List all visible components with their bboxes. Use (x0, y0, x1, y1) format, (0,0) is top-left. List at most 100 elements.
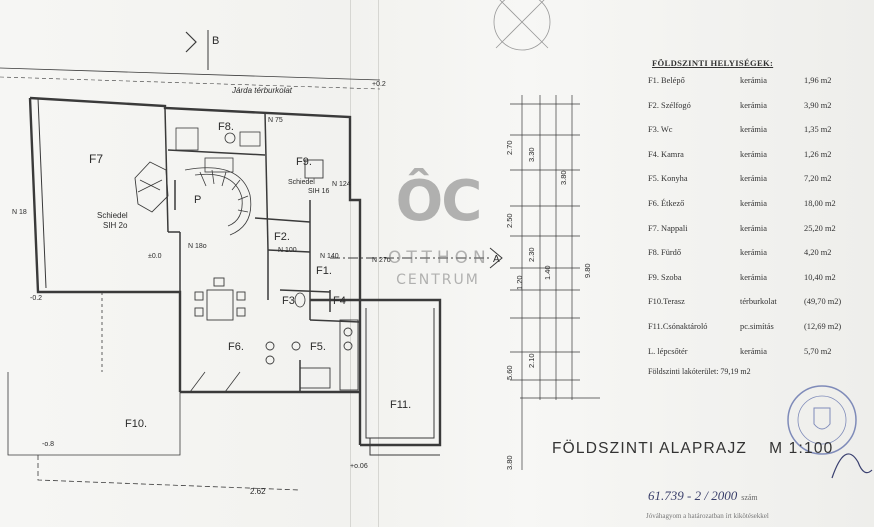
level-mark: N 124 (332, 181, 351, 188)
legend-material: kerámia (740, 149, 767, 159)
legend-area: 7,20 m2 (804, 174, 832, 184)
document-year: / 2000 (704, 488, 738, 503)
dimension-label: 1.20 (515, 275, 524, 290)
legend-area: (12,69 m2) (804, 321, 842, 331)
spiral-stair (184, 167, 252, 236)
level-mark: N 18o (188, 243, 207, 250)
legend-row: F2. Szélfogó kerámia 3,90 m2 (648, 101, 848, 126)
chimney-left-size: SIH 2o (103, 221, 128, 230)
chimney-right-label: Schiedel (288, 179, 315, 186)
dimension-label: 3.80 (505, 455, 514, 470)
street-label: Járda térburkolat (231, 86, 293, 95)
legend-area: (49,70 m2) (804, 297, 842, 307)
legend-room-code: F11.Csónaktároló (648, 321, 708, 331)
legend-room-code: F7. Nappali (648, 223, 688, 233)
legend-room-code: F8. Fürdő (648, 248, 682, 258)
legend-room-code: F6. Étkező (648, 198, 685, 208)
room-label-f11: F11. (390, 399, 411, 411)
legend-area: 4,20 m2 (804, 248, 832, 258)
legend-material: kerámia (740, 272, 767, 282)
legend-row: F3. Wc kerámia 1,35 m2 (648, 125, 848, 150)
chimney-right (304, 159, 324, 179)
paper-fold (378, 0, 379, 527)
legend-room-code: F2. Szélfogó (648, 100, 691, 110)
bathroom-fixtures (175, 127, 261, 173)
watermark-logo: ÔC (395, 169, 483, 234)
approval-note: Jóváhagyom a határozatban írt kikötésekk… (646, 512, 769, 520)
chimney-left-label: Schiedel (97, 211, 128, 220)
dimension-chain (510, 95, 600, 470)
room-label-p: P (194, 194, 201, 206)
legend-row: F11.Csónaktároló pc.simítás (12,69 m2) (648, 322, 848, 347)
room-label-f3: F3 (282, 295, 295, 307)
legend-row: F6. Étkező kerámia 18,00 m2 (648, 199, 848, 224)
legend-area: 1,35 m2 (804, 125, 832, 135)
legend-row: F5. Konyha kerámia 7,20 m2 (648, 174, 848, 199)
north-mark: B (212, 35, 219, 47)
compass-icon (493, 0, 551, 51)
outer-walls (28, 96, 442, 447)
dimension-label: 3.80 (559, 170, 568, 185)
legend-title: FÖLDSZINTI HELYISÉGEK: (652, 58, 774, 68)
document-number-value: 61.739 - 2 (648, 488, 702, 503)
legend-material: kerámia (740, 100, 767, 110)
official-stamp (787, 385, 857, 455)
room-label-f6: F6. (228, 341, 244, 353)
level-mark: N 100 (278, 247, 297, 254)
level-mark: 2.62 (250, 487, 266, 496)
legend-area: 1,26 m2 (804, 149, 832, 159)
legend-room-code: F5. Konyha (648, 174, 688, 184)
legend-material: pc.simítás (740, 321, 774, 331)
legend-room-code: F10.Terasz (648, 297, 685, 307)
legend-material: kerámia (740, 198, 767, 208)
level-mark: +0.2 (372, 81, 386, 88)
dimension-label: 2.70 (505, 140, 514, 155)
terrace (7, 292, 301, 491)
level-mark: ±0.0 (148, 253, 162, 260)
level-mark: N 75 (268, 117, 283, 124)
level-mark: N 27o (372, 257, 391, 264)
internal-walls (164, 107, 361, 392)
legend-material: kerámia (740, 125, 767, 135)
legend-area: 18,00 m2 (804, 198, 836, 208)
north-arrow-icon (185, 30, 209, 70)
legend-area: 1,96 m2 (804, 76, 832, 85)
section-mark: A (493, 254, 500, 265)
legend-area: 25,20 m2 (804, 223, 836, 233)
wc-fixture (294, 292, 306, 308)
legend-area: 3,90 m2 (804, 100, 832, 110)
legend-material: kerámia (740, 223, 767, 233)
legend-material: kerámia (740, 248, 767, 258)
dimension-label: 5.60 (505, 365, 514, 380)
legend-room-code: F1. Belépő (648, 76, 685, 85)
drawing-scale: M 1:100 (769, 440, 834, 457)
paper-fold (350, 0, 351, 527)
chimney-left (134, 161, 169, 213)
dining-table (194, 277, 246, 321)
level-mark: +o.06 (350, 463, 368, 470)
legend-material: kerámia (740, 346, 767, 356)
legend-material: kerámia (740, 174, 767, 184)
dimension-label: 9.80 (583, 263, 592, 278)
legend-row: F8. Fürdő kerámia 4,20 m2 (648, 248, 848, 273)
dimension-label: 3.30 (527, 147, 536, 162)
level-mark: N 18 (12, 209, 27, 216)
legend-room-code: F3. Wc (648, 125, 673, 135)
dimension-label: 2.10 (527, 353, 536, 368)
watermark: ÔC OTTHON CENTRUM (388, 169, 491, 289)
watermark-line1: OTTHON (388, 248, 491, 268)
room-label-f1: F1. (316, 265, 332, 277)
room-label-f10: F10. (125, 418, 147, 430)
dimension-label: 1.40 (543, 265, 552, 280)
legend-area: 5,70 m2 (804, 346, 832, 356)
room-label-f4: F4 (333, 295, 346, 307)
dimension-label: 2.30 (527, 247, 536, 262)
